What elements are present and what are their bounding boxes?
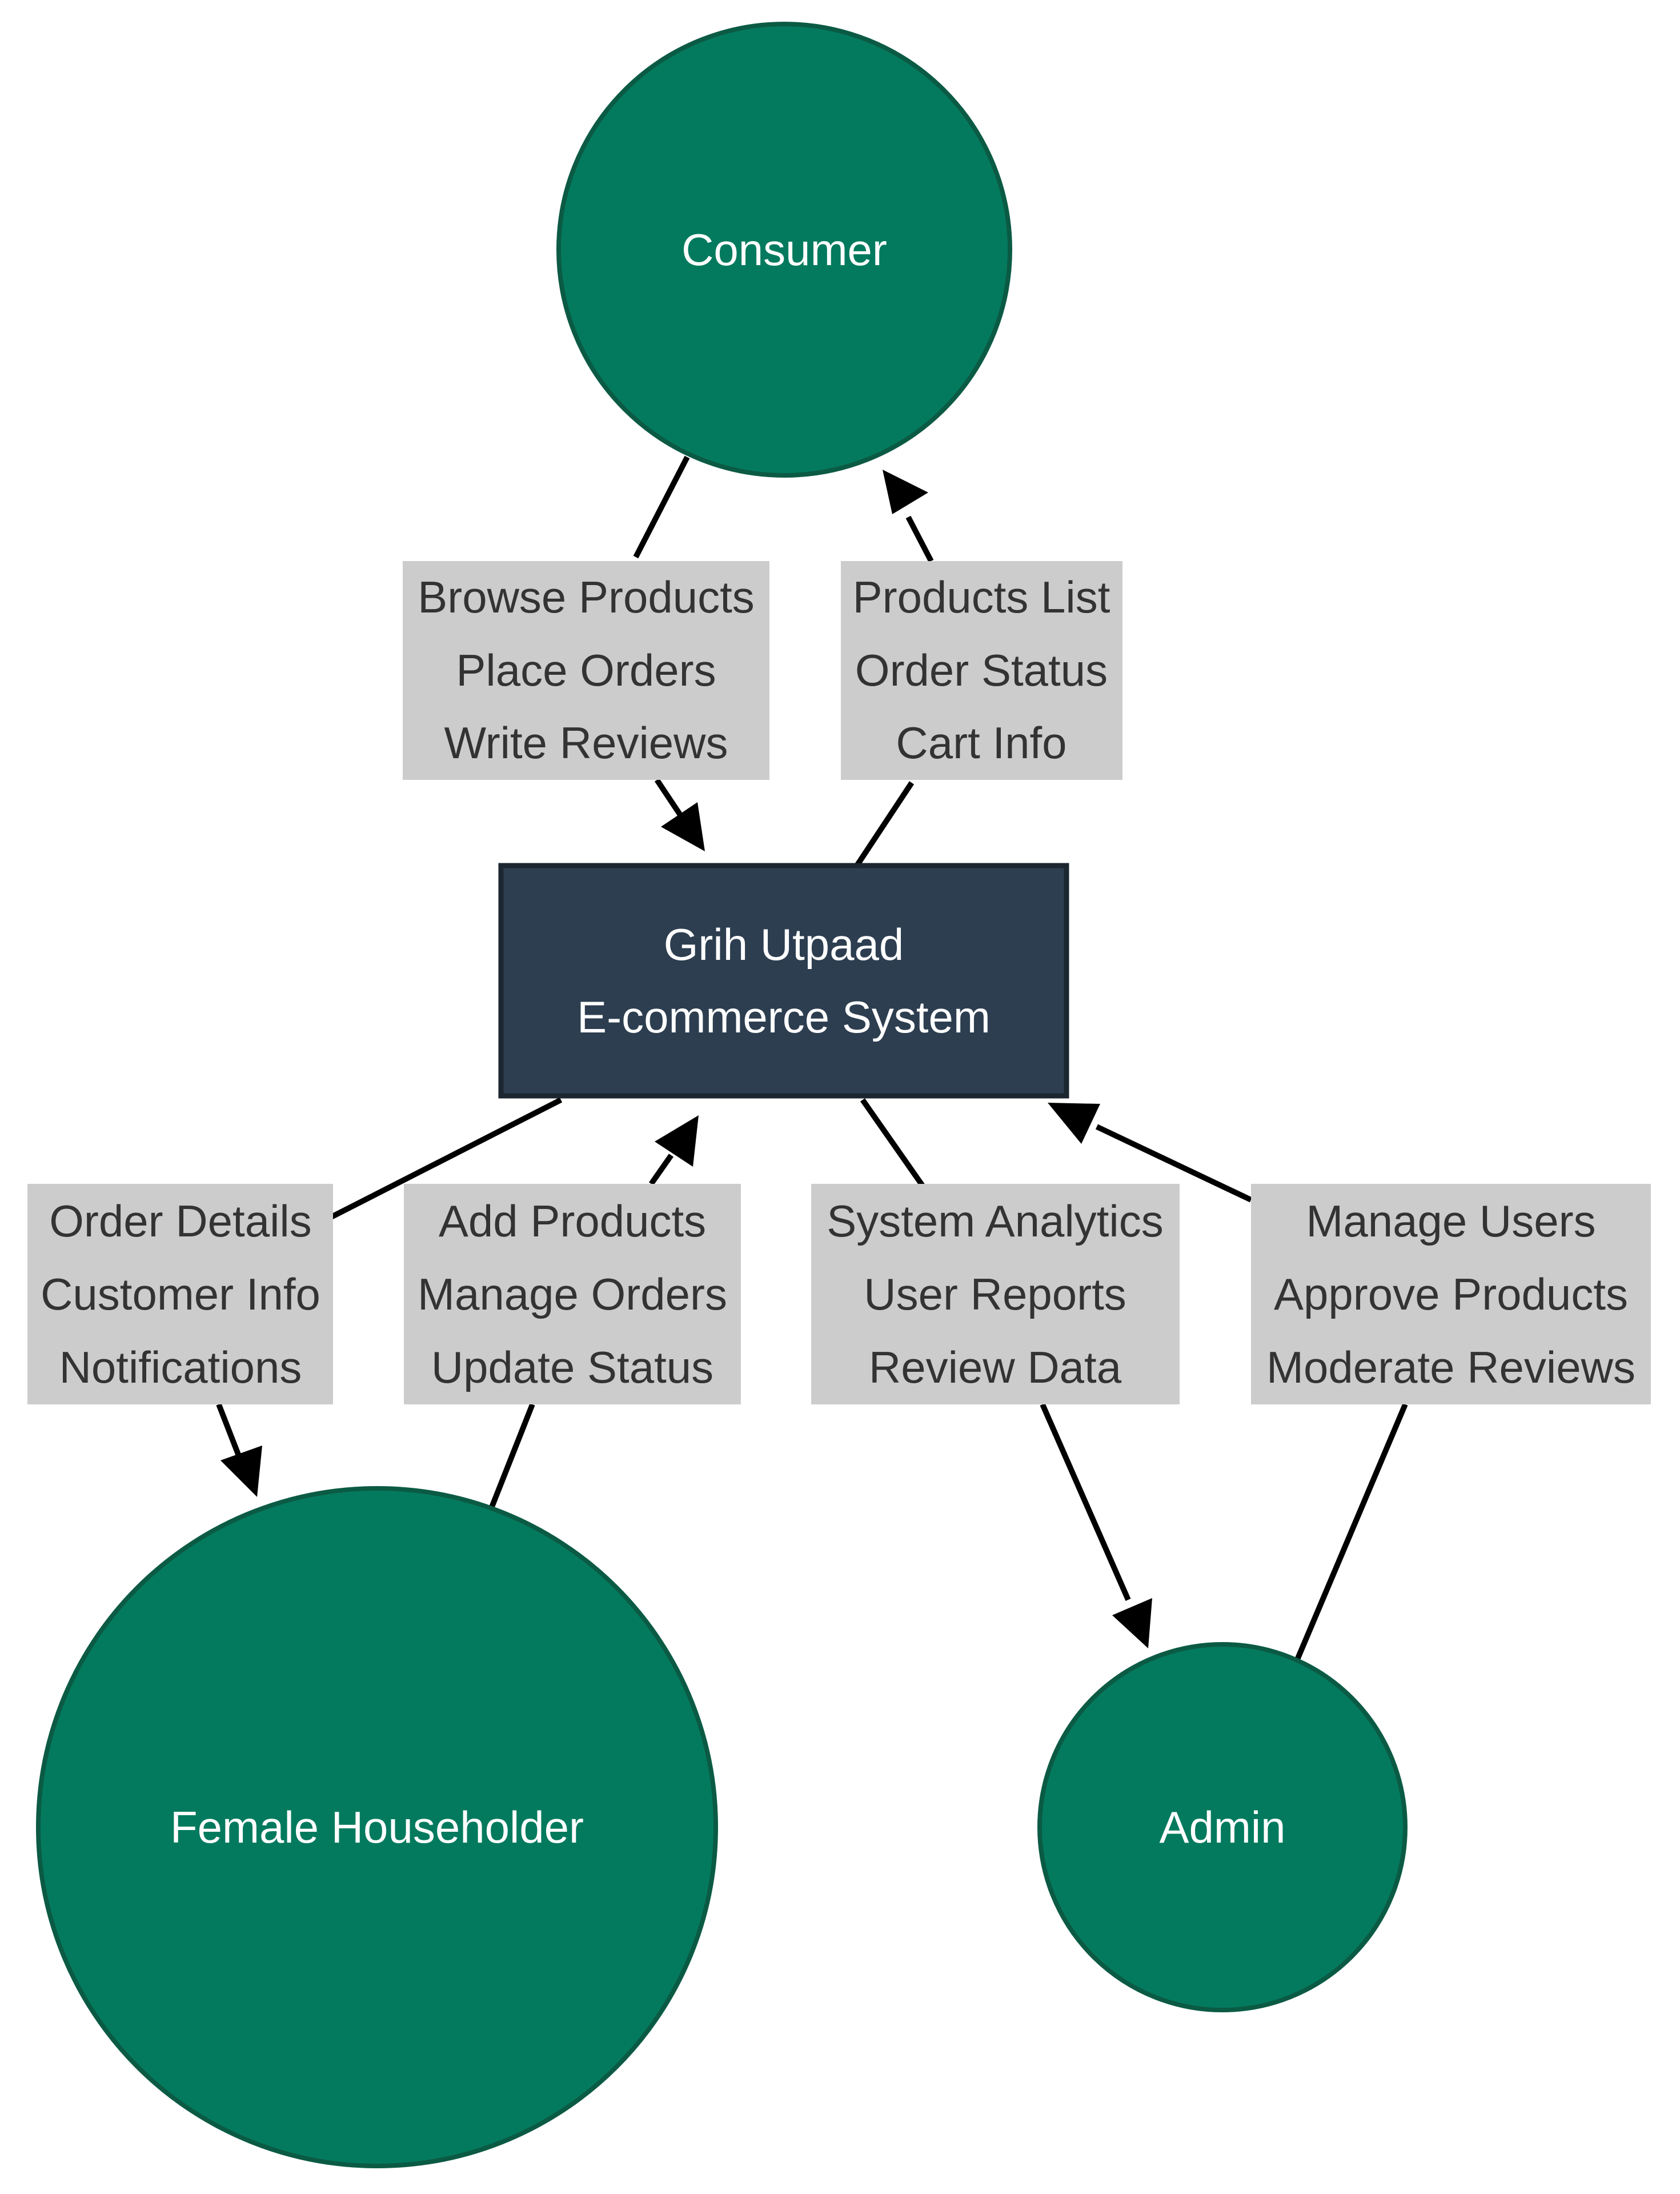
flow-customer-info: Customer Info [41,1269,320,1319]
label-householder-to-system: Add Products Manage Orders Update Status [404,1184,741,1404]
edge-admin-to-system-line-upper [1095,1124,1253,1203]
flow-manage-orders: Manage Orders [418,1269,727,1319]
edge-system-to-admin [860,1098,1152,1648]
admin-label: Admin [1159,1802,1285,1852]
flow-manage-users: Manage Users [1306,1196,1595,1246]
flow-moderate-reviews: Moderate Reviews [1266,1342,1635,1392]
flow-system-analytics: System Analytics [827,1196,1164,1246]
label-system-to-consumer-bg [841,561,1122,780]
arrowhead-consumer-to-system [661,802,705,851]
flow-review-data: Review Data [869,1342,1122,1392]
edge-admin-to-system-line [1294,1403,1408,1662]
flow-products-list: Products List [853,572,1110,622]
edge-system-to-consumer-line [854,781,915,867]
female-householder-entity[interactable]: Female Householder [36,1486,718,2168]
system-process[interactable]: Grih Utpaad E-commerce System [498,863,1069,1099]
flow-add-products: Add Products [439,1196,706,1246]
flow-cart-info: Cart Info [896,718,1066,768]
flow-write-reviews: Write Reviews [444,718,728,768]
edge-admin-to-system [1048,1103,1408,1662]
arrowhead-system-to-admin [1112,1598,1152,1648]
label-householder-to-system-bg [404,1184,741,1404]
consumer-entity[interactable]: Consumer [556,22,1012,478]
consumer-circle [556,22,1012,478]
edge-householder-to-system [488,1115,699,1510]
label-system-to-householder: Order Details Customer Info Notification… [27,1184,333,1404]
flow-place-orders: Place Orders [456,645,716,695]
flow-order-details: Order Details [49,1196,311,1246]
edge-system-to-householder [216,1097,563,1497]
consumer-label: Consumer [681,225,887,275]
edge-householder-to-system-line [488,1403,535,1510]
label-admin-to-system: Manage Users Approve Products Moderate R… [1251,1184,1651,1404]
system-label-line1: Grih Utpaad [664,919,904,970]
arrowhead-householder-to-system [655,1115,699,1167]
flow-notifications: Notifications [59,1342,302,1392]
system-label-line2: E-commerce System [577,992,991,1042]
label-consumer-to-system-bg [403,561,769,780]
admin-entity[interactable]: Admin [1037,1642,1408,2012]
edge-system-to-admin-line-lower [1040,1403,1131,1601]
arrowhead-admin-to-system [1048,1103,1100,1144]
label-admin-to-system-bg [1251,1184,1651,1404]
label-consumer-to-system: Browse Products Place Orders Write Revie… [403,561,769,780]
female-householder-circle [36,1486,718,2168]
edge-system-to-householder-line [330,1097,563,1220]
edge-consumer-to-system-line [633,455,690,559]
label-system-to-consumer: Products List Order Status Cart Info [841,561,1122,780]
edge-consumer-to-system-line-lower [654,778,683,816]
arrowhead-system-to-consumer [883,470,928,514]
edge-system-to-householder-line-lower [216,1403,242,1457]
label-system-to-admin-bg [811,1184,1180,1404]
flow-user-reports: User Reports [864,1269,1126,1319]
female-householder-label: Female Householder [170,1802,584,1852]
flow-browse-products: Browse Products [418,572,755,622]
edge-system-to-consumer-line-upper [905,515,934,563]
label-system-to-admin: System Analytics User Reports Review Dat… [811,1184,1180,1404]
flow-order-status: Order Status [855,645,1108,695]
admin-circle [1037,1642,1408,2012]
system-box [498,863,1069,1099]
arrowhead-system-to-householder [220,1446,262,1497]
edge-system-to-admin-line [860,1098,927,1189]
edge-consumer-to-system [633,455,705,851]
flow-update-status: Update Status [431,1342,713,1392]
edge-householder-to-system-line-upper [648,1154,674,1186]
edge-system-to-consumer [854,470,934,867]
flow-approve-products: Approve Products [1274,1269,1628,1319]
label-system-to-householder-bg [27,1184,333,1404]
